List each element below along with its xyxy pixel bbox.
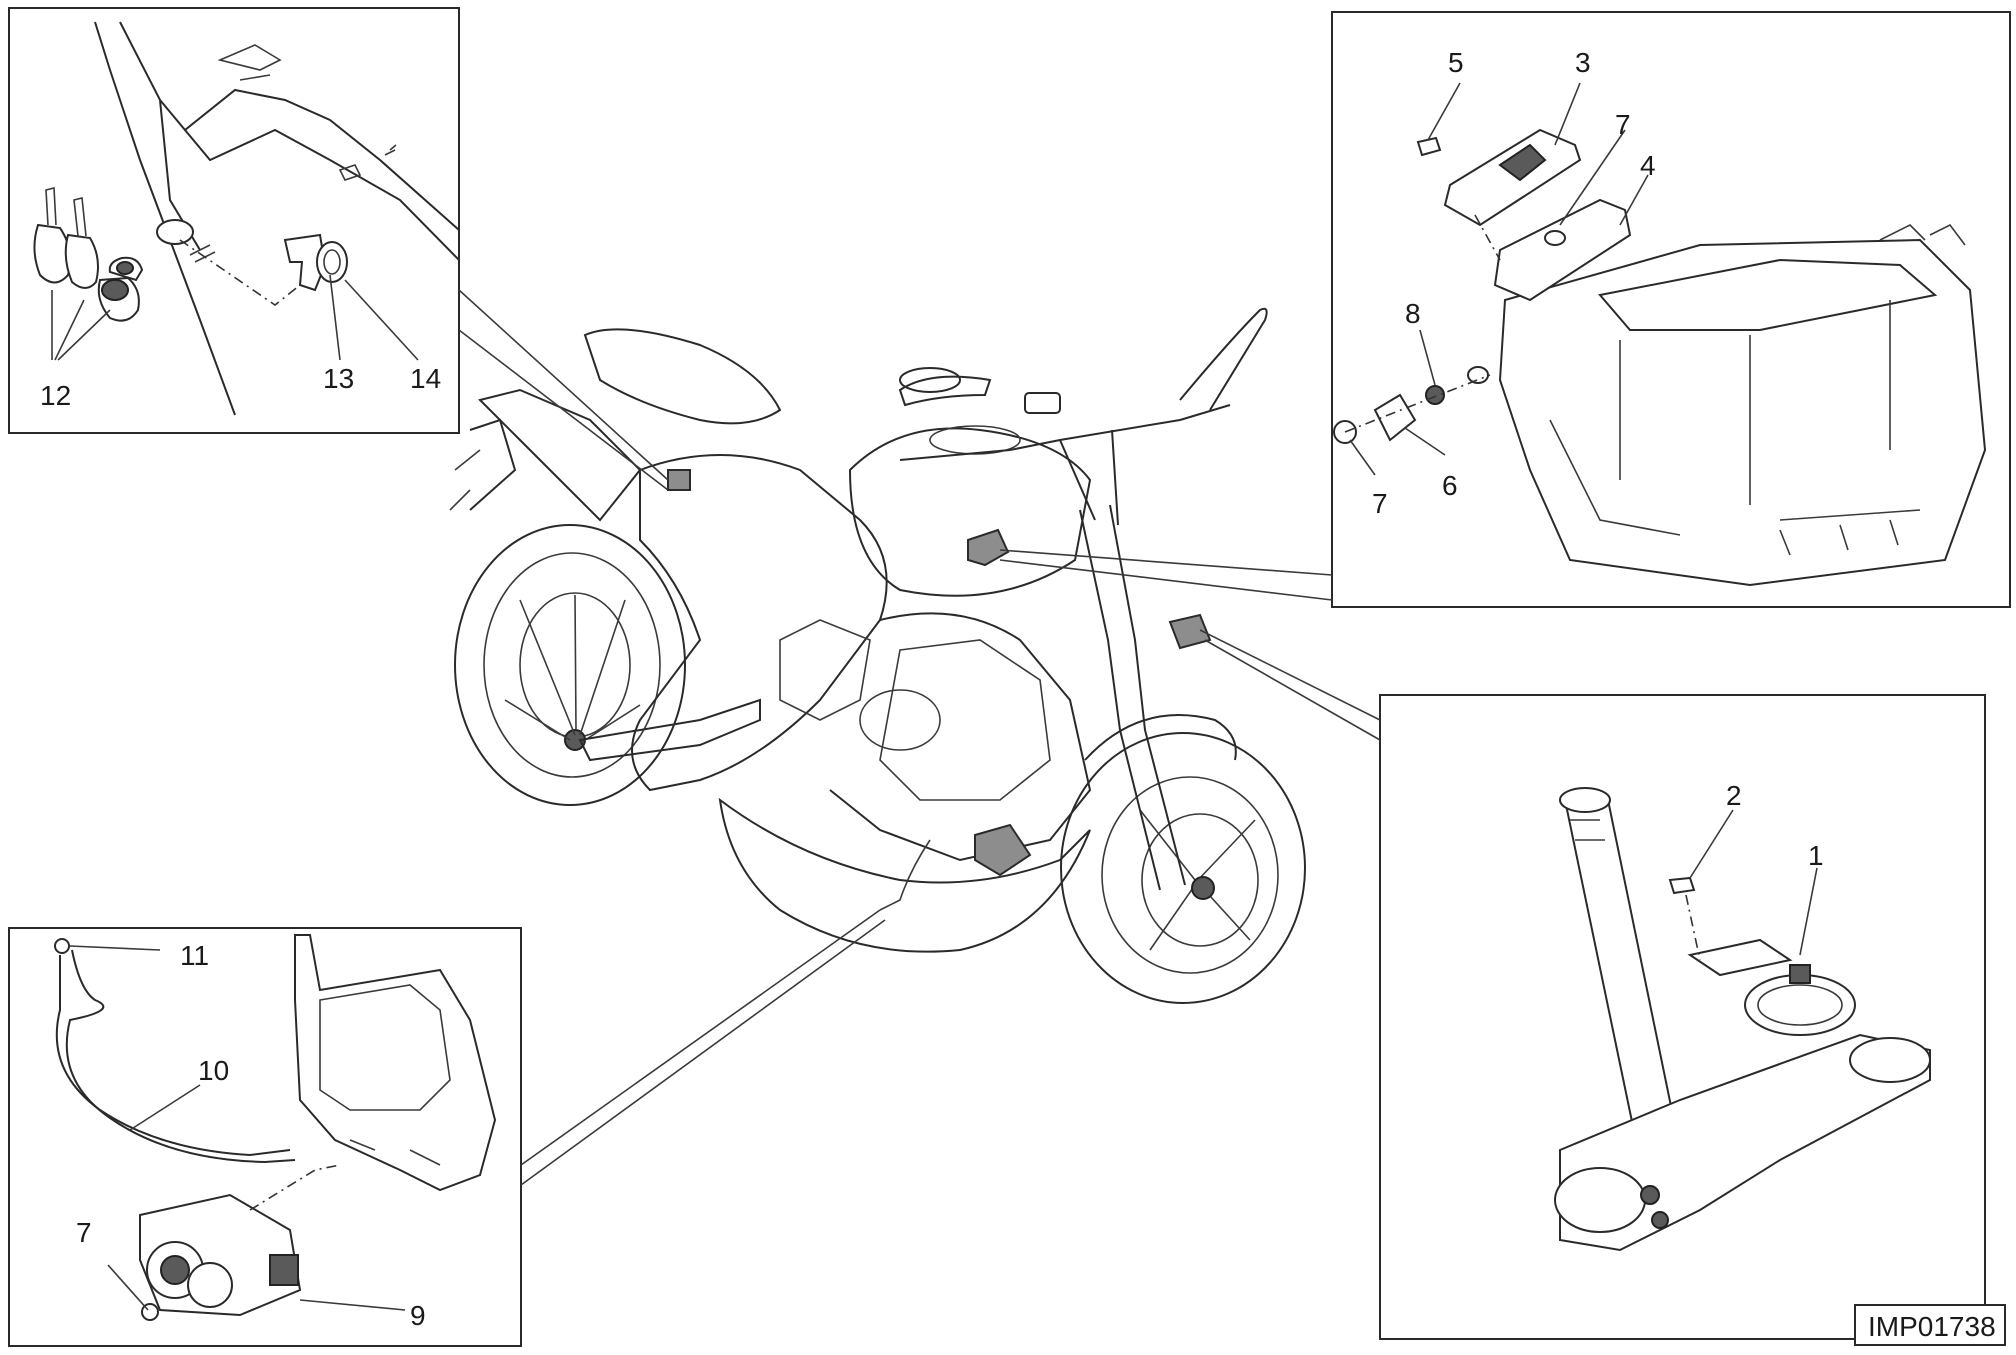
callout-7-fuse: 7 — [1615, 109, 1631, 140]
rear-wheel — [454, 524, 686, 806]
motorcycle-overview — [449, 307, 1306, 1004]
battery-tray — [1498, 238, 1987, 587]
callout-4: 4 — [1640, 150, 1656, 181]
lock-bracket — [283, 233, 327, 292]
seat — [583, 328, 782, 425]
callout-14: 14 — [410, 363, 441, 394]
rubber-mount — [1373, 393, 1417, 442]
callout-10: 10 — [198, 1055, 229, 1086]
inset-throttle-body: 11 10 7 9 — [8, 909, 886, 1347]
callout-2: 2 — [1726, 780, 1742, 811]
front-wheel — [1060, 732, 1306, 1004]
callout-7-throttle: 7 — [76, 1217, 92, 1248]
lock-washer — [1425, 385, 1445, 405]
callout-1: 1 — [1808, 840, 1824, 871]
fuse — [1416, 136, 1442, 157]
callout-9: 9 — [410, 1300, 426, 1331]
callout-6: 6 — [1442, 470, 1458, 501]
callout-13: 13 — [323, 363, 354, 394]
inset-horn: 2 1 — [1199, 629, 1986, 1340]
drawing-code-box: IMP01738 — [1854, 1304, 2006, 1346]
airbox-bracket — [294, 934, 497, 1192]
callout-11: 11 — [180, 940, 209, 971]
drawing-code: IMP01738 — [1868, 1311, 1996, 1342]
fuse-holder — [1443, 128, 1582, 227]
inset-fuse-box: 5 3 7 4 8 6 7 — [999, 11, 2011, 608]
inset-ignition-lock: 12 13 14 — [8, 7, 669, 491]
callout-8: 8 — [1405, 298, 1421, 329]
fuel-tank — [848, 427, 1092, 597]
callout-5: 5 — [1448, 47, 1464, 78]
washer — [316, 241, 348, 283]
fuse-bracket — [1493, 198, 1632, 302]
fuse-box-location-marker — [967, 528, 1010, 567]
callout-7-mount: 7 — [1372, 488, 1388, 519]
throttle-body-location-marker — [974, 823, 1032, 877]
keys — [33, 186, 99, 289]
horn-bolt — [1668, 876, 1696, 895]
callout-12: 12 — [40, 380, 71, 411]
horn-bracket — [1687, 938, 1793, 977]
callout-3: 3 — [1575, 47, 1591, 78]
horn-location-marker — [1168, 613, 1212, 650]
ignition-location-marker — [667, 469, 691, 491]
cable-nut — [54, 938, 70, 954]
